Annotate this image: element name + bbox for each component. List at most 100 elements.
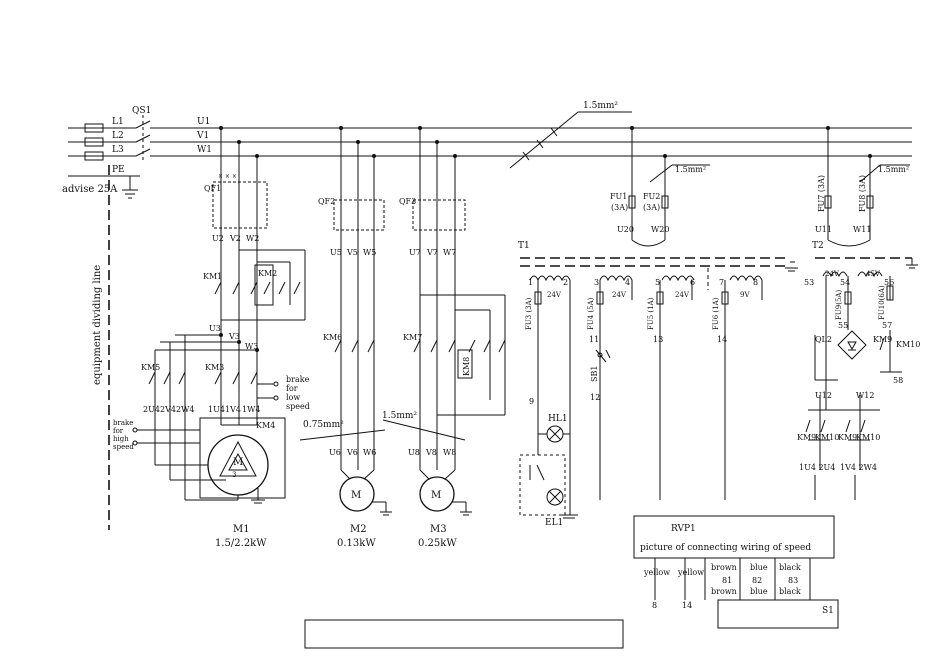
u11-label: U11 — [815, 225, 832, 234]
n3-label: 3 — [594, 278, 599, 287]
v8-label: V8 — [425, 448, 437, 457]
title-box — [304, 619, 624, 649]
m3-label: M3 — [430, 524, 447, 535]
l1-label: L1 — [112, 117, 124, 127]
fu7-label: FU7 (3A) — [817, 175, 826, 212]
v1-label: V1 — [196, 131, 209, 141]
u7-label: U7 — [409, 248, 421, 257]
v24c-label: 24V — [675, 291, 690, 299]
advise-label: advise 25A — [62, 184, 118, 195]
brake-low-label-4: speed — [286, 402, 310, 411]
n83-label: 83 — [788, 576, 798, 585]
t1-labels: 1.5mm² FU1 (3A) FU2 (3A) U20 W20 T1 1 2 … — [518, 165, 758, 528]
black-top-label: black — [779, 563, 801, 572]
m1-power-label: 1.5/2.2kW — [215, 538, 267, 549]
wire-m3-label: 1.5mm² — [382, 411, 417, 421]
u20-label: U20 — [617, 225, 634, 234]
bus-labels: QS1 L1 L2 L3 PE U1 V1 W1 advise 25A 1.5m… — [62, 101, 618, 195]
m2-label: M2 — [350, 524, 367, 535]
brake-low-label-1: brake — [286, 375, 310, 384]
w4-2-label: 2W4 — [176, 405, 194, 414]
fu2-label: FU2 — [643, 192, 660, 201]
v5-label: V5 — [346, 248, 358, 257]
qf2-label: QF2 — [318, 197, 335, 206]
km2-label: KM2 — [258, 269, 277, 278]
w5-label: W5 — [363, 248, 376, 257]
brake-high-label-1: brake — [113, 419, 133, 427]
out-u4-label: 1U4 2U4 — [799, 463, 835, 472]
n14b-label: 14 — [682, 601, 692, 610]
w1-label: W1 — [197, 145, 212, 155]
n54-label: 54 — [840, 278, 850, 287]
km4-label: KM4 — [256, 421, 275, 430]
u6-label: U6 — [329, 448, 341, 457]
m1-circuit: × × × — [132, 126, 306, 504]
km5-label: KM5 — [141, 363, 160, 372]
w20-label: W20 — [651, 225, 669, 234]
w6-label: W6 — [363, 448, 376, 457]
v9-label: 9V — [740, 291, 750, 299]
km1-label: KM1 — [203, 272, 222, 281]
wire-fu78-label: 1.5mm² — [878, 165, 909, 174]
qf1-label: QF1 — [204, 184, 221, 193]
km10-top-label: KM10 — [896, 340, 920, 349]
t2-labels: 1.5mm² FU7 (3A) FU8 (3A) U11 W11 T2 24V … — [797, 165, 920, 472]
t2-circuit — [805, 126, 918, 500]
km9-b-label: KM9 — [838, 433, 857, 442]
brake-low-label-2: for — [286, 384, 298, 393]
n14-label: 14 — [717, 335, 727, 344]
ql2-label: QL2 — [815, 335, 832, 344]
v3-label: V3 — [228, 332, 240, 341]
main-power-bus — [68, 111, 912, 199]
l2-label: L2 — [112, 131, 124, 141]
m1-motor-3: 3 — [232, 471, 236, 479]
w12-label: W12 — [856, 391, 874, 400]
n9-label: 9 — [529, 397, 534, 406]
km3-label: KM3 — [205, 363, 224, 372]
v4-1-label: 1V4 — [225, 405, 241, 414]
n6-label: 6 — [690, 278, 695, 287]
m1-motor-m: M — [233, 457, 243, 468]
n1-label: 1 — [528, 278, 533, 287]
fu10-label: FU10(6A) — [878, 285, 886, 320]
m2-circuit — [299, 126, 392, 516]
equipment-dividing-label: equipment dividing line — [92, 265, 103, 385]
wire-main-label: 1.5mm² — [583, 101, 618, 111]
n57-label: 57 — [882, 321, 892, 330]
fu4-label: FU4 (5A) — [587, 297, 595, 330]
sb1-label: SB1 — [590, 366, 599, 382]
pe-label: PE — [112, 165, 125, 175]
u8-label: U8 — [408, 448, 420, 457]
m3-motor-m: M — [431, 490, 441, 501]
l3-label: L3 — [112, 145, 124, 155]
fu2-a-label: (3A) — [643, 203, 660, 212]
n11-label: 11 — [589, 335, 599, 344]
m2-power-label: 0.13kW — [337, 538, 376, 549]
fu9-label: FU9(5A) — [835, 290, 843, 320]
w2-label: W2 — [246, 234, 259, 243]
t2-label: T2 — [812, 241, 824, 251]
wire-m2-label: 0.75mm² — [303, 420, 344, 430]
v4-2-label: 2V4 — [160, 405, 176, 414]
fu8-label: FU8 (3A) — [858, 175, 867, 212]
fu5-label: FU5 (1A) — [647, 297, 655, 330]
rvp1-labels: RVP1 picture of connecting wiring of spe… — [640, 524, 834, 616]
m1-label: M1 — [233, 524, 250, 535]
out-w4-label: 1V4 2W4 — [840, 463, 877, 472]
v24a-label: 24V — [547, 291, 562, 299]
blue-bot-label: blue — [750, 587, 768, 596]
qf3-label: QF3 — [399, 197, 416, 206]
u4-1-label: 1U4 — [208, 405, 225, 414]
km10-b-label: KM10 — [856, 433, 880, 442]
u12-label: U12 — [815, 391, 832, 400]
m1-labels: QF1 U2 V2 W2 KM1 KM2 U3 V3 W3 KM5 KM3 KM… — [113, 184, 310, 549]
rvp1-wiring-table — [633, 515, 839, 629]
n5-label: 5 — [655, 278, 660, 287]
m3-circuit — [382, 126, 506, 516]
brake-high-label-3: high — [113, 435, 129, 443]
n8-label: 8 — [753, 278, 758, 287]
km9-a-label: KM9 — [797, 433, 816, 442]
brown-top-label: brown — [711, 563, 737, 572]
n4-label: 4 — [625, 278, 630, 287]
n53-label: 53 — [804, 278, 814, 287]
